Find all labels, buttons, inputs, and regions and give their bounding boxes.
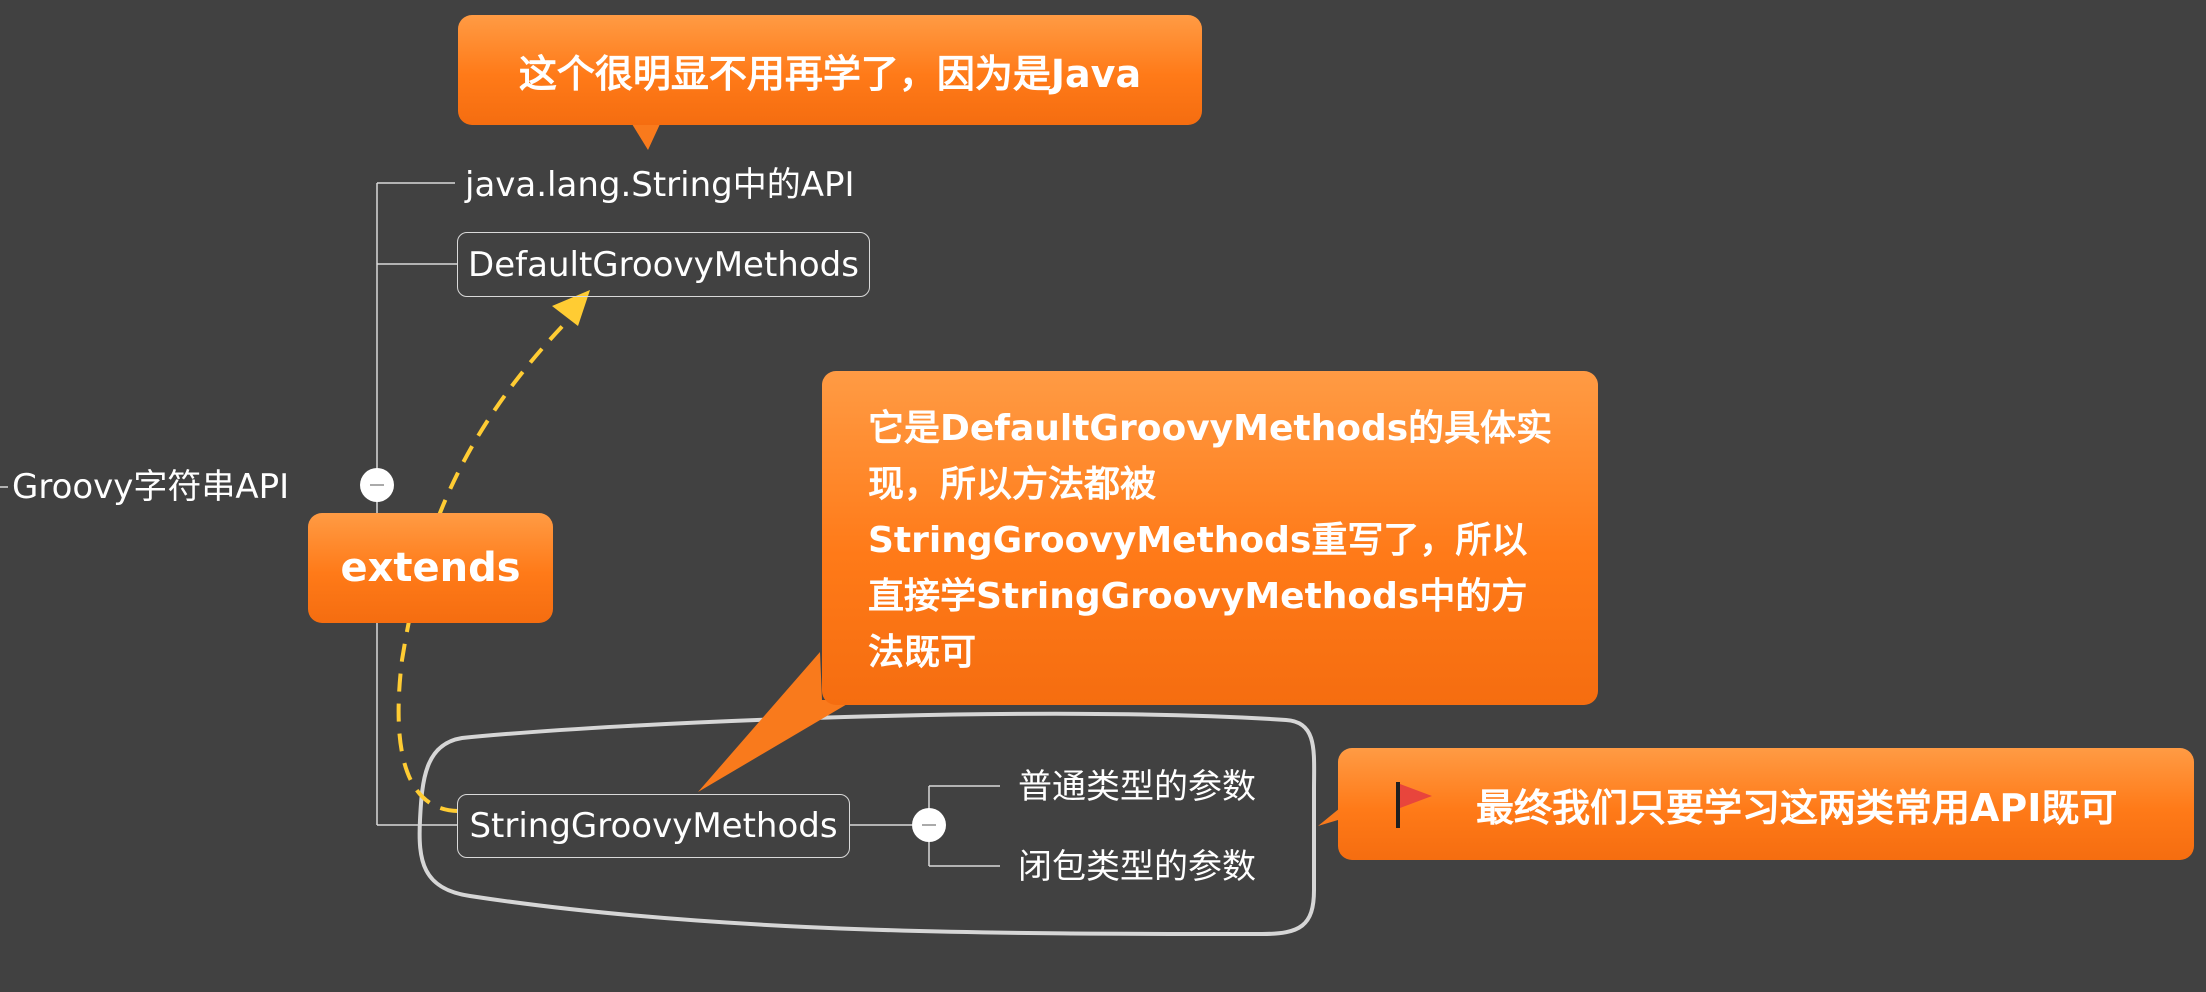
flag-icon — [1390, 778, 1442, 830]
minus-icon — [370, 484, 384, 486]
callout-line: 现，所以方法都被 — [868, 464, 1157, 505]
string-methods-collapse-button[interactable] — [912, 808, 946, 842]
root-collapse-button[interactable] — [360, 468, 394, 502]
branch-default-groovy-methods[interactable]: DefaultGroovyMethods — [457, 232, 870, 297]
root-topic[interactable]: Groovy字符串API — [12, 470, 289, 504]
callout-java-note-text: 这个很明显不用再学了，因为是Java — [518, 51, 1142, 96]
callout-final-pointer — [1318, 808, 1340, 826]
branch-java-string-api[interactable]: java.lang.String中的API — [465, 168, 855, 202]
callout-line: 直接学StringGroovyMethods中的方 — [868, 576, 1528, 617]
relationship-label-extends-text: extends — [340, 545, 521, 591]
callout-top-pointer — [632, 124, 660, 150]
branch-string-groovy-methods-label: StringGroovyMethods — [469, 806, 838, 846]
branch-string-groovy-methods[interactable]: StringGroovyMethods — [457, 794, 850, 858]
callout-line: 法既可 — [868, 632, 977, 673]
callout-summary[interactable]: 最终我们只要学习这两类常用API既可 — [1338, 748, 2194, 860]
child-closure-params-label: 闭包类型的参数 — [1018, 847, 1256, 887]
branch-java-string-api-label: java.lang.String中的API — [465, 165, 855, 205]
branch-default-groovy-methods-label: DefaultGroovyMethods — [468, 244, 859, 285]
extends-arrowhead — [552, 290, 590, 326]
relationship-label-extends[interactable]: extends — [308, 513, 553, 623]
minus-icon — [922, 824, 936, 826]
callout-summary-text: 最终我们只要学习这两类常用API既可 — [1476, 785, 2118, 830]
callout-java-note[interactable]: 这个很明显不用再学了，因为是Java — [458, 15, 1202, 125]
callout-main-pointer — [698, 652, 854, 792]
callout-line: StringGroovyMethods重写了，所以 — [868, 520, 1528, 561]
child-normal-params[interactable]: 普通类型的参数 — [1018, 770, 1256, 804]
callout-string-methods-note[interactable]: 它是DefaultGroovyMethods的具体实 现，所以方法都被 Stri… — [822, 371, 1598, 705]
extends-relationship-line — [396, 310, 578, 813]
root-topic-label: Groovy字符串API — [12, 467, 290, 507]
group-boundary — [417, 711, 1317, 937]
callout-line: 它是DefaultGroovyMethods的具体实 — [868, 408, 1553, 449]
child-closure-params[interactable]: 闭包类型的参数 — [1018, 850, 1256, 884]
child-normal-params-label: 普通类型的参数 — [1018, 767, 1256, 807]
